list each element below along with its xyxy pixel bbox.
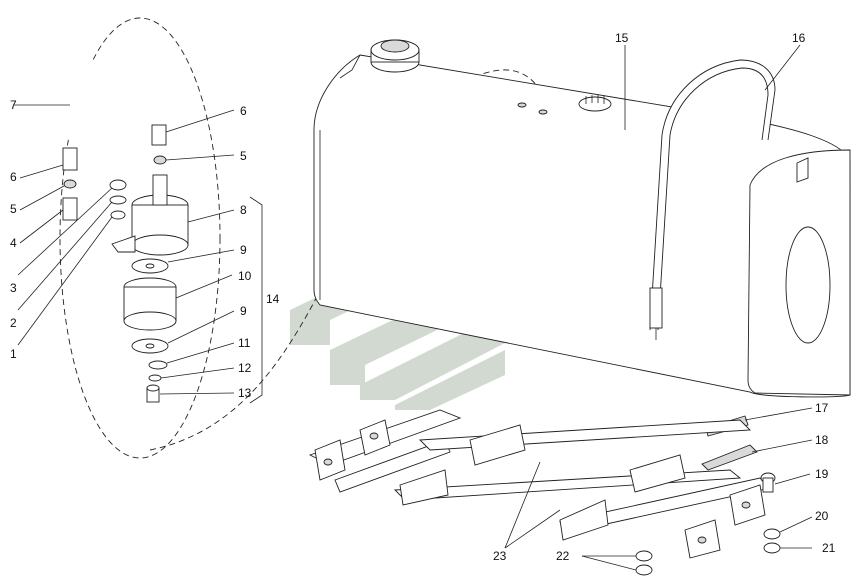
callout-14: 14 [266,292,280,306]
sender-flange [517,95,612,115]
mounting-plate [701,444,758,471]
callout-12: 12 [238,361,252,375]
callout-19: 19 [815,467,829,481]
filler-cap [339,39,420,79]
breather-tube [68,61,160,140]
callout-8: 8 [240,203,247,217]
callout-22: 22 [556,549,570,563]
callout-4: 4 [10,236,17,250]
callout-15: 15 [615,31,629,45]
bolt-19 [760,472,776,493]
tube-fittings [62,124,167,221]
callout-7: 7 [10,98,17,112]
callout-17: 17 [815,401,829,415]
washer-9-top [131,258,169,274]
callout-6-right: 6 [240,104,247,118]
group-bracket-14 [249,196,263,404]
callout-16: 16 [792,31,806,45]
washers-left [109,179,127,220]
leader-lines [14,44,813,571]
bolt-13 [146,384,160,403]
bracket-cylinder-8 [111,174,189,256]
callout-10: 10 [238,269,252,283]
callout-2: 2 [10,316,17,330]
callout-21: 21 [822,541,836,555]
callout-18: 18 [815,433,829,447]
tank-strap [649,59,776,340]
nut-22 [635,550,653,576]
callout-9-top: 9 [240,243,247,257]
washer-20 [763,528,781,540]
callout-11: 11 [238,336,251,350]
callout-labels: 1 2 3 4 5 5 6 6 7 8 9 9 10 11 12 13 14 1… [10,31,836,563]
small-washers [148,360,168,382]
callout-1: 1 [10,347,17,361]
callout-23: 23 [493,549,507,563]
callout-3: 3 [10,281,17,295]
nut-21 [763,542,781,554]
callout-20: 20 [815,509,829,523]
tank-frame [308,409,771,559]
callout-5-right: 5 [240,149,247,163]
callout-5-left: 5 [10,202,17,216]
callout-13: 13 [238,386,252,400]
washer-9-bottom [131,338,169,354]
callout-6-left: 6 [10,170,17,184]
callout-9-bottom: 9 [240,304,247,318]
cushion-10 [123,277,177,331]
